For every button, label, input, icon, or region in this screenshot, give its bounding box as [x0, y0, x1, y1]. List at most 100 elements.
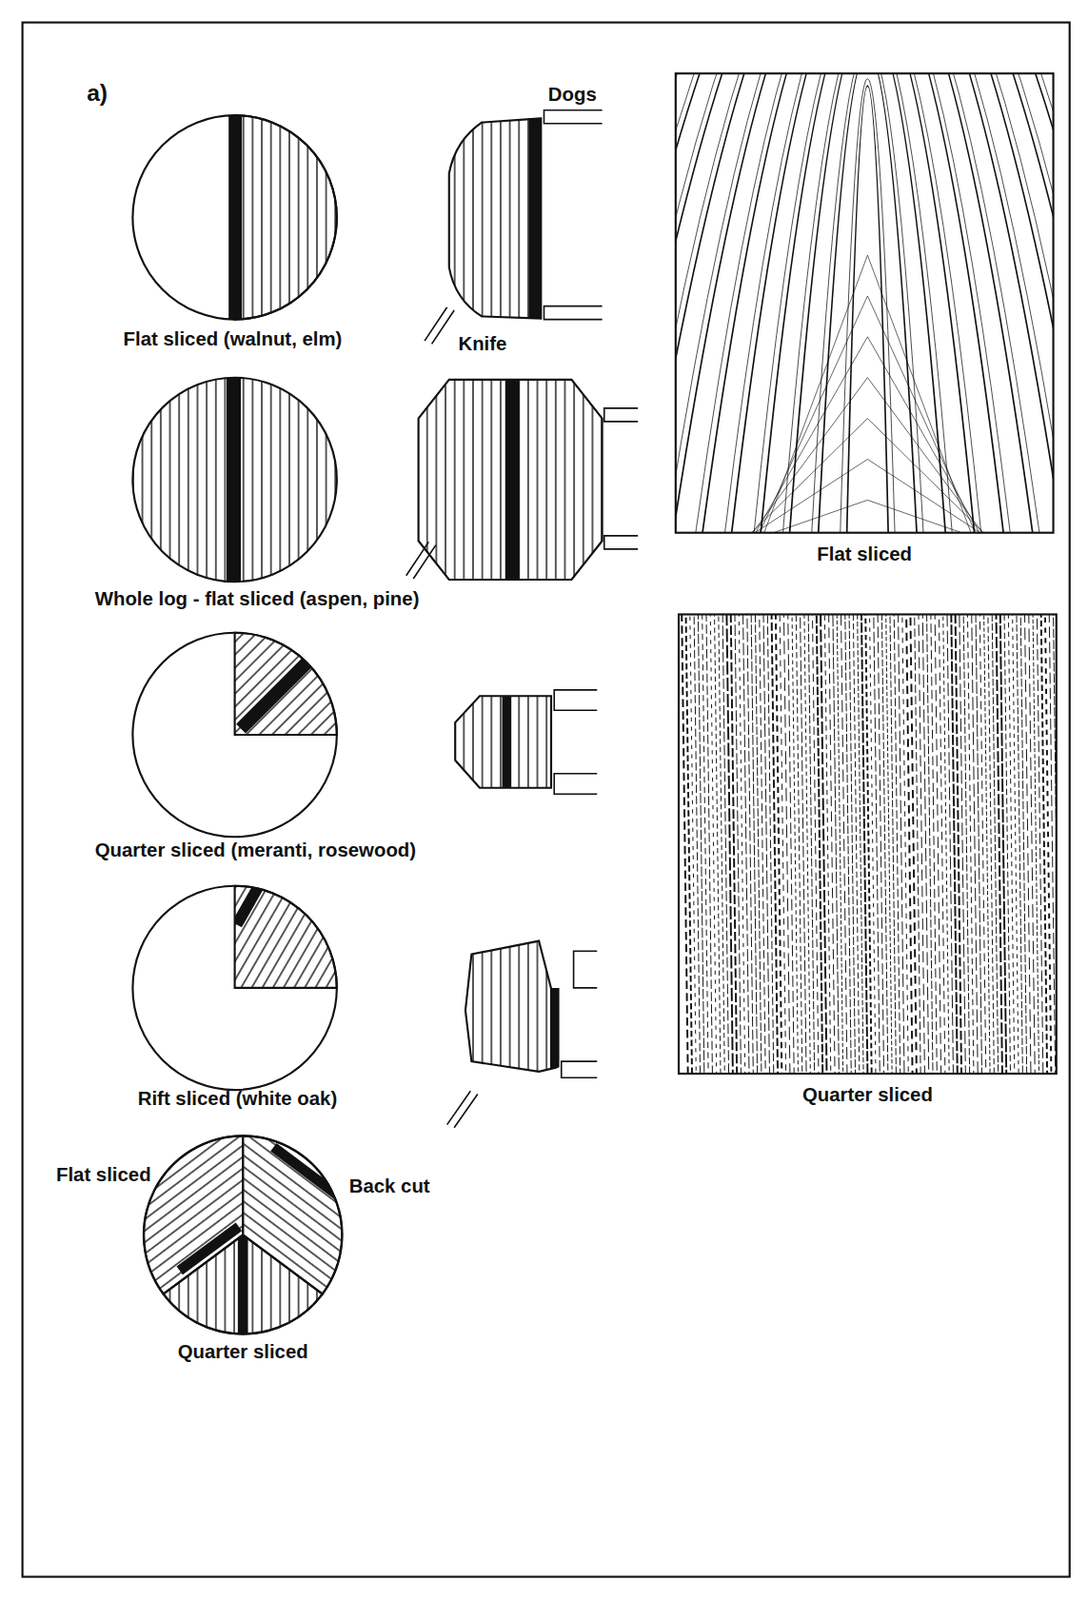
- flitch-half-log-part: [449, 118, 542, 318]
- grain-line: [722, 73, 1013, 534]
- ray-fleck-stroke: [783, 613, 790, 1074]
- sector-label: Quarter sliced: [178, 1341, 309, 1365]
- part-label: Dogs: [548, 83, 597, 107]
- grain-line: [837, 79, 897, 534]
- grain-line: [684, 73, 1050, 534]
- ray-fleck-stroke: [902, 613, 909, 1074]
- log-combined-cuts-part: [143, 1135, 342, 1334]
- flitch-whole-log-part: [406, 541, 436, 579]
- ray-fleck-stroke: [857, 613, 864, 1074]
- grain-line: [675, 73, 1054, 534]
- grain-line: [675, 73, 1054, 534]
- log-combined-cuts-part: [237, 1225, 249, 1338]
- flitch-rift: [447, 941, 598, 1128]
- grain-line: [675, 73, 1054, 534]
- grain-line: [675, 73, 1054, 534]
- ray-fleck-stroke: [1004, 613, 1010, 1074]
- cut-caption: Flat sliced (walnut, elm): [123, 328, 343, 352]
- log-flat-sliced-part: [132, 115, 337, 319]
- flitch-whole-log-part: [418, 379, 603, 580]
- grain-line: [675, 73, 1054, 534]
- flitch-rift-part: [447, 1090, 478, 1128]
- ray-fleck-stroke: [710, 613, 716, 1074]
- grain-line: [675, 73, 1054, 534]
- grain-line: [675, 73, 1054, 534]
- ray-fleck-stroke: [955, 613, 962, 1074]
- ray-fleck-stroke: [909, 613, 916, 1074]
- grain-line: [675, 73, 1054, 534]
- grain-line: [675, 73, 1054, 534]
- grain-line: [757, 255, 979, 534]
- log-flat-sliced-part: [235, 115, 337, 319]
- grain-line: [675, 73, 1054, 534]
- log-flat-sliced-part: [228, 112, 242, 323]
- ray-fleck-stroke: [706, 613, 713, 1074]
- flitch-quarter: [454, 690, 597, 794]
- grain-line: [675, 73, 1054, 534]
- grain-line: [675, 73, 1054, 534]
- ray-fleck-stroke: [861, 613, 868, 1074]
- log-quarter-sliced-part: [235, 633, 337, 735]
- log-flat-sliced: [132, 112, 337, 323]
- grain-line: [675, 73, 1054, 534]
- grain-line: [845, 85, 891, 534]
- flitch-quarter-part: [502, 695, 513, 789]
- cut-caption: Rift sliced (white oak): [138, 1088, 337, 1111]
- sector-label: Back cut: [349, 1175, 431, 1199]
- flitch-quarter-part: [553, 690, 597, 794]
- grain-line: [738, 377, 996, 534]
- log-combined-cuts: [143, 1135, 343, 1337]
- grain-line: [715, 73, 1021, 534]
- ray-fleck-stroke: [697, 613, 704, 1074]
- ray-fleck-stroke: [702, 613, 709, 1074]
- figure-frame: [22, 22, 1070, 1578]
- flat-sliced-veneer-face: [675, 73, 1054, 534]
- grain-line: [751, 296, 984, 534]
- veneer-frame: [678, 613, 1057, 1074]
- flitch-rift-part: [550, 988, 560, 1069]
- cut-caption: Whole log - flat sliced (aspen, pine): [95, 588, 420, 612]
- quarter-sliced-veneer-face: [681, 613, 1057, 1074]
- ray-fleck-stroke: [808, 613, 814, 1074]
- log-combined-cuts-part: [273, 1147, 339, 1196]
- ray-fleck-stroke: [690, 613, 696, 1074]
- grain-line: [783, 73, 951, 534]
- grain-line: [675, 73, 1054, 534]
- sector-label: Flat sliced: [56, 1163, 152, 1187]
- grain-line: [752, 73, 982, 534]
- veneer-frame: [675, 73, 1054, 534]
- panel-letter: a): [86, 79, 108, 107]
- grain-line: [675, 73, 1054, 534]
- log-quarter-sliced-part: [132, 633, 337, 837]
- ray-fleck-stroke: [804, 613, 811, 1074]
- grain-line: [814, 73, 922, 534]
- grain-line: [745, 336, 990, 534]
- grain-line: [732, 418, 1003, 534]
- flitch-quarter-part: [454, 695, 552, 789]
- log-combined-cuts-part: [179, 1226, 239, 1271]
- log-whole-flat-sliced-part: [226, 372, 241, 587]
- ray-fleck-stroke: [771, 613, 778, 1074]
- log-rift-sliced: [132, 879, 337, 1090]
- ray-fleck-stroke: [975, 613, 982, 1074]
- ray-fleck-stroke: [800, 613, 807, 1074]
- ray-fleck-stroke: [1048, 613, 1055, 1074]
- grain-line: [675, 73, 1054, 534]
- ray-fleck-stroke: [743, 613, 750, 1074]
- ray-fleck-stroke: [1036, 613, 1043, 1074]
- log-quarter-sliced-part: [240, 652, 317, 729]
- flitch-whole-log-part: [604, 408, 638, 550]
- log-rift-sliced-part: [132, 886, 337, 1090]
- ray-fleck-stroke: [734, 613, 741, 1074]
- figure-caption: Flat sliced: [816, 542, 912, 566]
- flitch-half-log-part: [544, 110, 603, 320]
- grain-line: [726, 459, 1009, 534]
- log-whole-flat-sliced: [132, 372, 337, 587]
- flitch-rift-part: [465, 941, 556, 1072]
- grain-line: [692, 73, 1044, 534]
- flitch-rift-part: [561, 950, 598, 1078]
- flitch-half-log-part: [424, 307, 455, 345]
- flitch-half-log-part: [528, 118, 541, 318]
- flitch-whole-log: [406, 379, 638, 580]
